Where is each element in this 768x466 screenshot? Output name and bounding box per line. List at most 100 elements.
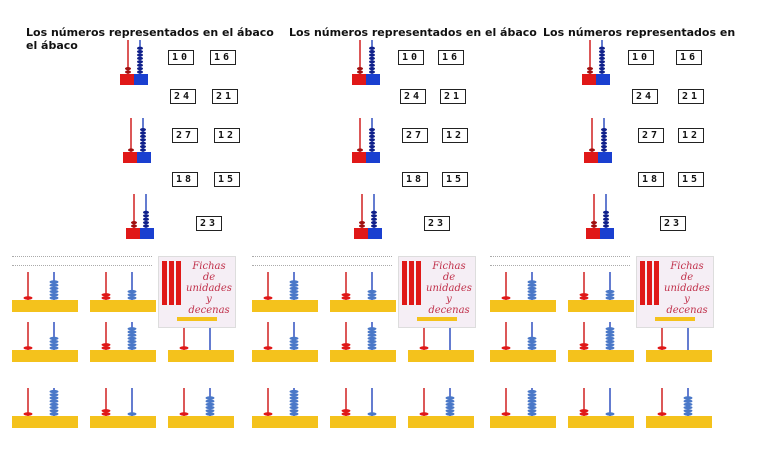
abacus-drawing [330,322,396,362]
worksheet-abacus [168,386,238,434]
ones-bead [445,396,455,400]
ones-bead [527,343,537,347]
tens-bead [131,224,137,228]
ones-bead [49,405,59,410]
ones-bead [605,346,615,350]
ones-bead [289,283,299,287]
ones-bead [683,405,693,410]
tens-bead [359,224,365,228]
ones-bead [289,343,299,347]
abacus-drawing [568,322,634,362]
ones-bead [603,214,609,218]
ones-bead [140,148,146,152]
ones-bead [601,148,607,152]
tens-bead [131,221,137,225]
tens-bead [579,412,589,416]
tens-bead [23,296,33,300]
ones-bead [369,60,375,64]
ones-bead [527,402,537,407]
abacus-drawing [408,388,474,428]
ones-bead [143,210,149,214]
ones-bead [603,221,609,225]
abacus-drawing [252,322,318,362]
abacus-base [646,350,712,362]
ones-bead [605,330,615,334]
ones-bead [683,409,693,413]
ones-bead [683,402,693,407]
number-box: 10 [398,50,424,65]
ones-bead [49,336,59,341]
abacus-base [330,350,396,362]
ones-bead [527,289,537,294]
number-box: 21 [212,89,238,104]
ones-bead [367,336,377,341]
ones-bead [143,224,149,228]
ones-bead [49,399,59,403]
ones-bead [527,405,537,410]
ones-bead [369,134,375,138]
ones-bead [367,330,377,334]
abacus [350,40,384,85]
abacus-drawing [90,388,156,428]
ones-block [137,152,151,163]
tens-bead [357,67,363,71]
ones-block [366,152,380,163]
ones-bead [49,293,59,297]
tens-bead [101,293,111,297]
ones-bead [367,289,377,294]
ones-bead [599,67,605,71]
abacus-drawing [568,388,634,428]
poster-line: de [680,272,694,283]
ones-bead [127,343,137,347]
ones-bead [603,224,609,228]
abacus-base [252,350,318,362]
ones-bead [289,280,299,284]
tens-bead [501,412,511,416]
abacus [584,194,618,239]
ones-bead [127,293,137,297]
poster-line: y [446,294,452,305]
abacus-drawing [252,272,318,312]
abacus-base [252,416,318,428]
ones-bead [367,293,377,297]
ones-bead [369,70,375,74]
ones-bead [599,53,605,57]
ones-bead [605,296,615,300]
tens-block [582,74,596,85]
ones-bead [289,399,299,403]
poster-line: de [442,272,456,283]
abacus-base [490,300,556,312]
ones-bead [367,333,377,337]
abacus-base [168,416,234,428]
poster-base [177,317,217,321]
ones-bead [371,217,377,221]
ones-bead [127,327,137,331]
ones-bead [371,210,377,214]
ones-bead [137,67,143,71]
ones-bead [527,389,537,394]
worksheet-abacus [568,320,638,368]
number-box: 10 [168,50,194,65]
number-box: 24 [170,89,196,104]
number-box: 15 [214,172,240,187]
abacus [118,40,152,85]
ones-bead [601,134,607,138]
tens-bar [162,261,167,305]
number-box: 18 [172,172,198,187]
tens-bead [341,409,351,413]
tens-bead [591,221,597,225]
ones-bead [527,283,537,287]
ones-bead [49,296,59,300]
ones-bead [527,409,537,413]
ones-bead [369,67,375,71]
ones-bead [527,412,537,416]
panel-1-title-wrap: el ábaco [26,39,78,52]
ones-block [598,152,612,163]
abacus-drawing [12,272,78,312]
ones-bead [599,50,605,54]
tens-bead [579,293,589,297]
number-box: 12 [442,128,468,143]
abacus-drawing [90,272,156,312]
ones-bead [371,221,377,225]
